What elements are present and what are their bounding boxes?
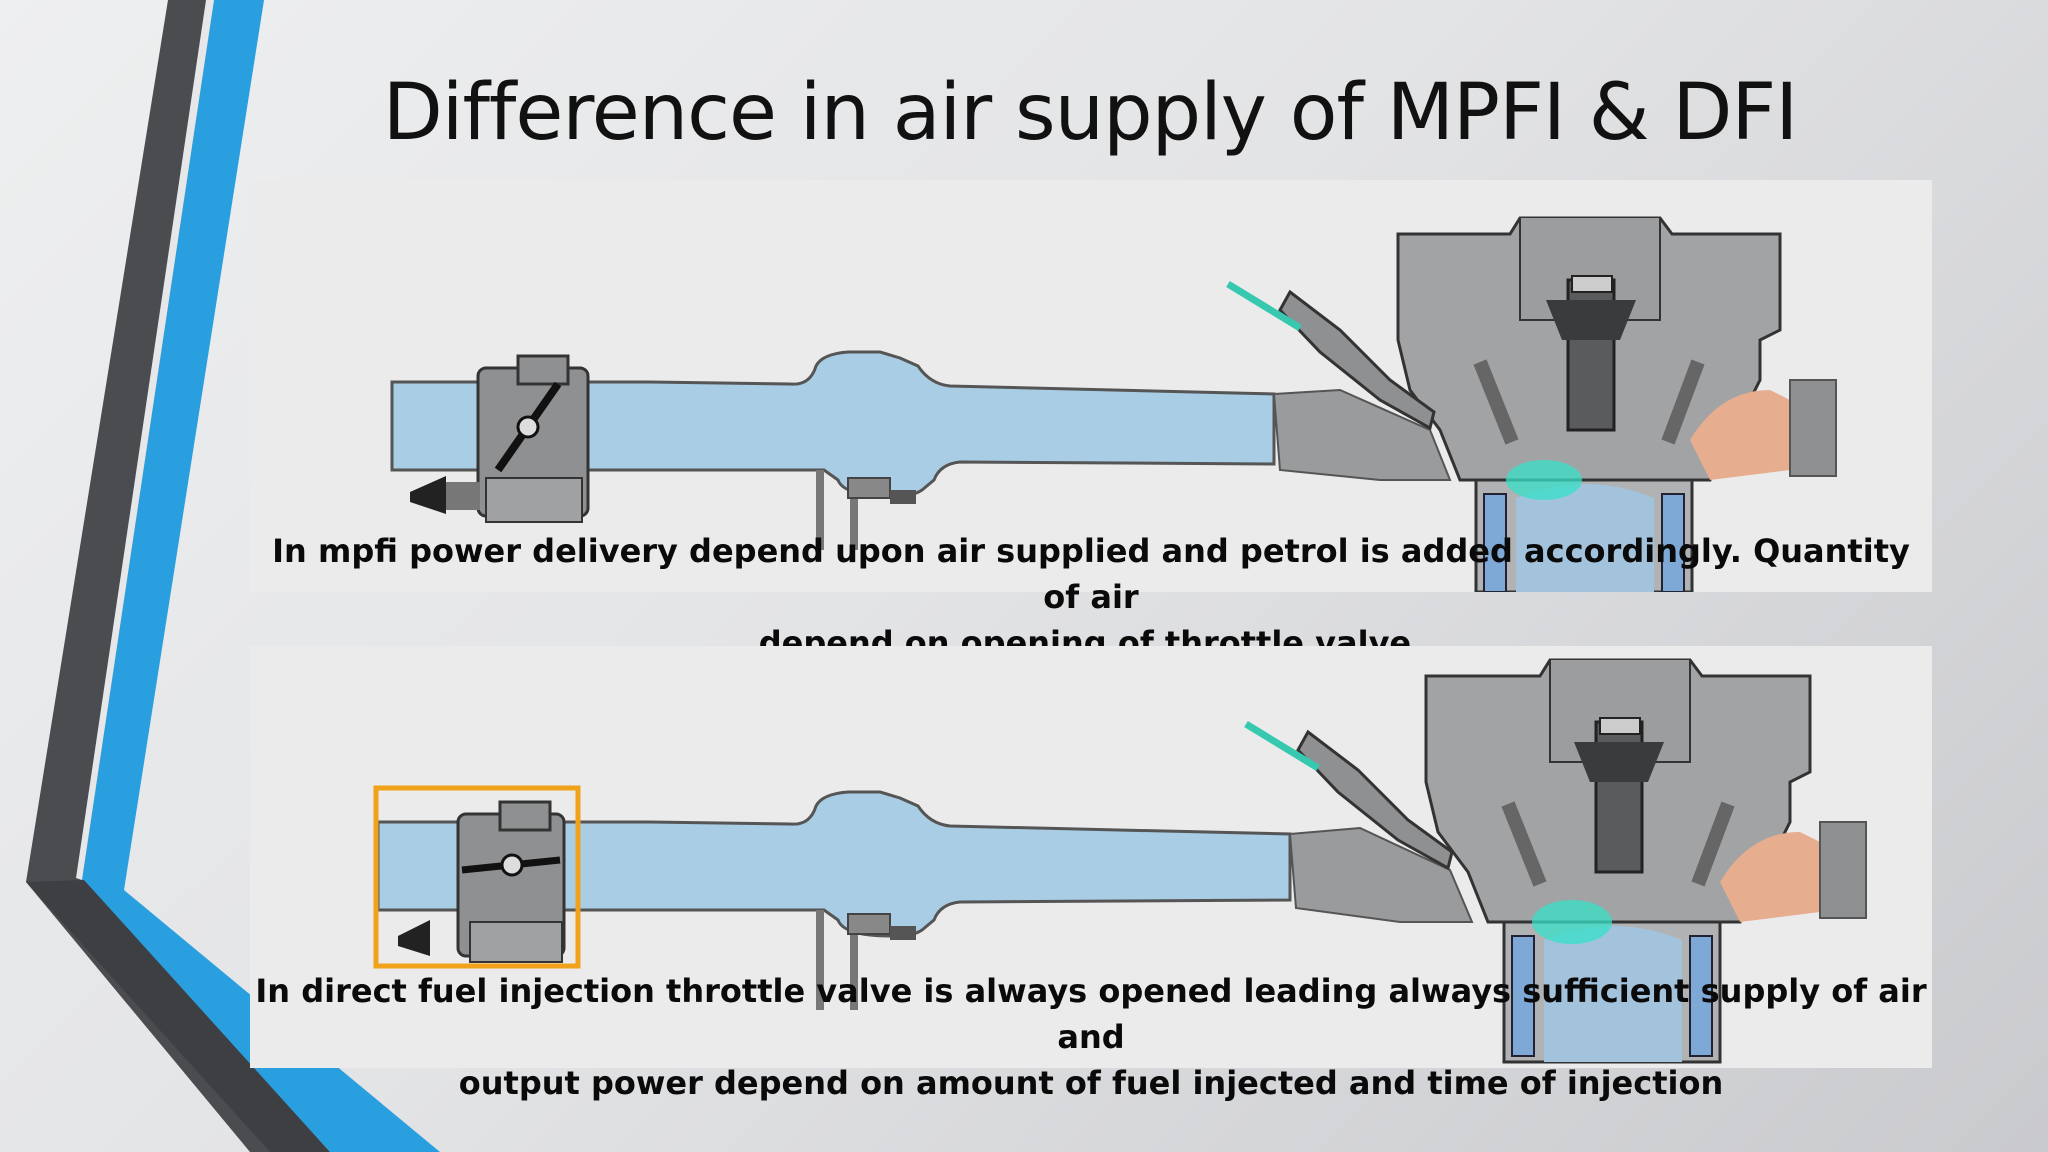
dfi-caption-line-2: output power depend on amount of fuel in…: [458, 1064, 1724, 1102]
dfi-diagram-panel: In direct fuel injection throttle valve …: [250, 646, 1932, 1102]
light-stripe: [76, 0, 214, 880]
blue-stripe: [82, 0, 440, 1152]
mpfi-caption-line-1: In mpfi power delivery depend upon air s…: [272, 532, 1910, 616]
mpfi-diagram-panel: In mpfi power delivery depend upon air s…: [250, 180, 1932, 662]
dark-lower-wedge: [26, 880, 330, 1152]
throttle-highlight-box: [373, 785, 581, 969]
exhaust-port: [1690, 390, 1790, 480]
mpfi-engine-illustration: [390, 216, 1837, 592]
dfi-caption-line-1: In direct fuel injection throttle valve …: [255, 972, 1927, 1056]
slide-title: Difference in air supply of MPFI & DFI: [382, 68, 1799, 158]
dfi-caption: In direct fuel injection throttle valve …: [250, 968, 1932, 1106]
dfi-engine-illustration: [373, 658, 1867, 1064]
fuel-spray: [1532, 900, 1612, 944]
fuel-spray: [1506, 460, 1582, 500]
intake-pipe: [376, 790, 1292, 938]
exhaust-port: [1720, 832, 1820, 922]
